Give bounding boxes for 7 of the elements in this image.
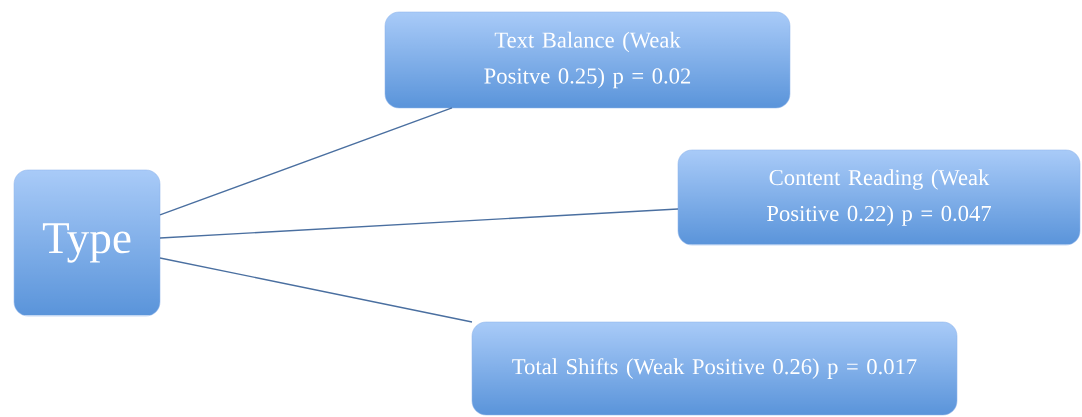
result-box: Text Balance (Weak Positve 0.25) p = 0.02 [384, 11, 791, 109]
result-box: Total Shifts (Weak Positive 0.26) p = 0.017 [471, 321, 958, 416]
result-box: Content Reading (Weak Positive 0.22) p = 0.047 [677, 149, 1081, 246]
connector-line [159, 257, 473, 323]
category-box: Type [13, 169, 161, 317]
connector-line [159, 107, 453, 216]
connector-line [159, 208, 679, 239]
